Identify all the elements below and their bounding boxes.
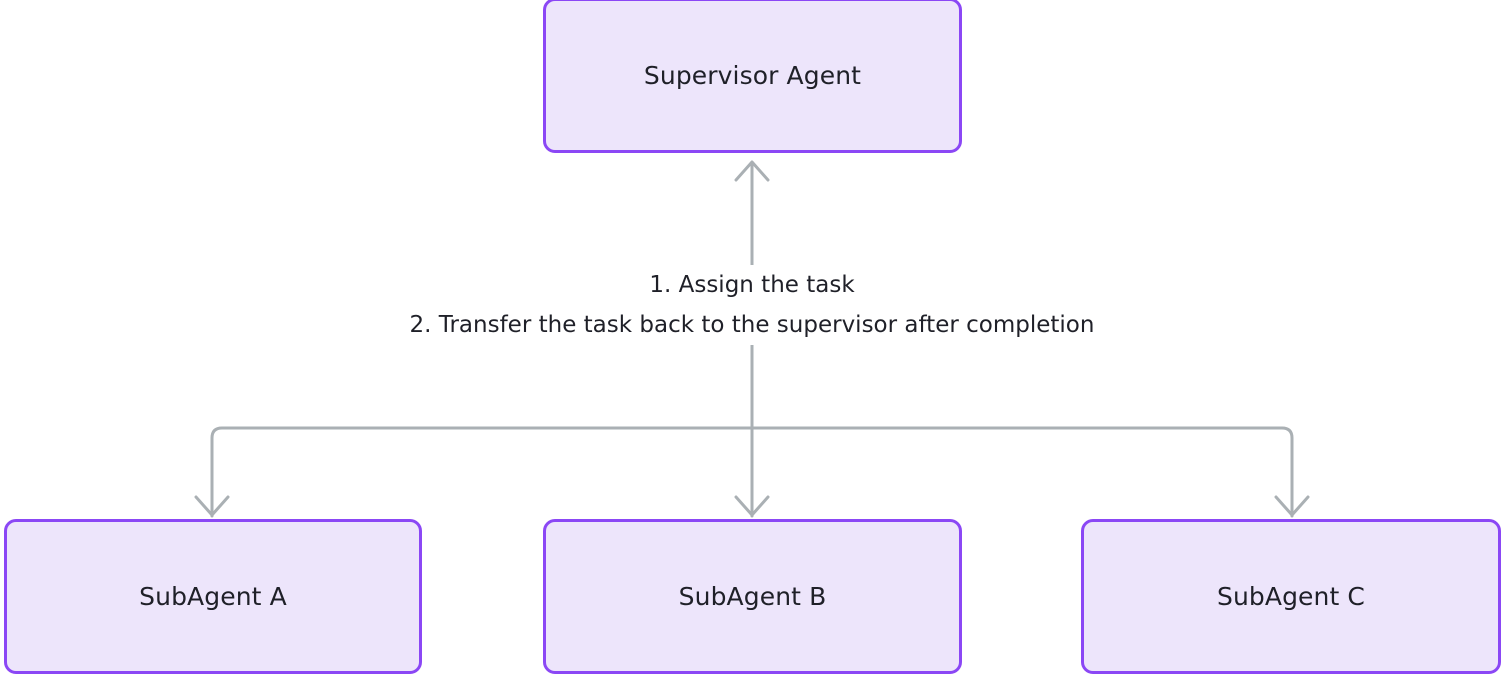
node-supervisor-agent-label: Supervisor Agent [643,60,862,90]
edge-arrowhead-down-sub-b [734,495,770,517]
node-subagent-a-label: SubAgent A [139,581,287,611]
node-subagent-c-label: SubAgent C [1217,581,1365,611]
node-subagent-b[interactable]: SubAgent B [543,519,962,674]
node-supervisor-agent[interactable]: Supervisor Agent [543,0,962,153]
node-subagent-c[interactable]: SubAgent C [1081,519,1501,674]
edge-branch-right [750,426,1294,518]
edge-branch-left [210,426,754,518]
edge-arrowhead-down-sub-c [1274,495,1310,517]
edge-arrowhead-down-sub-a [194,495,230,517]
edge-arrowhead-up-supervisor [734,160,770,182]
node-subagent-b-label: SubAgent B [678,581,827,611]
node-subagent-a[interactable]: SubAgent A [4,519,422,674]
